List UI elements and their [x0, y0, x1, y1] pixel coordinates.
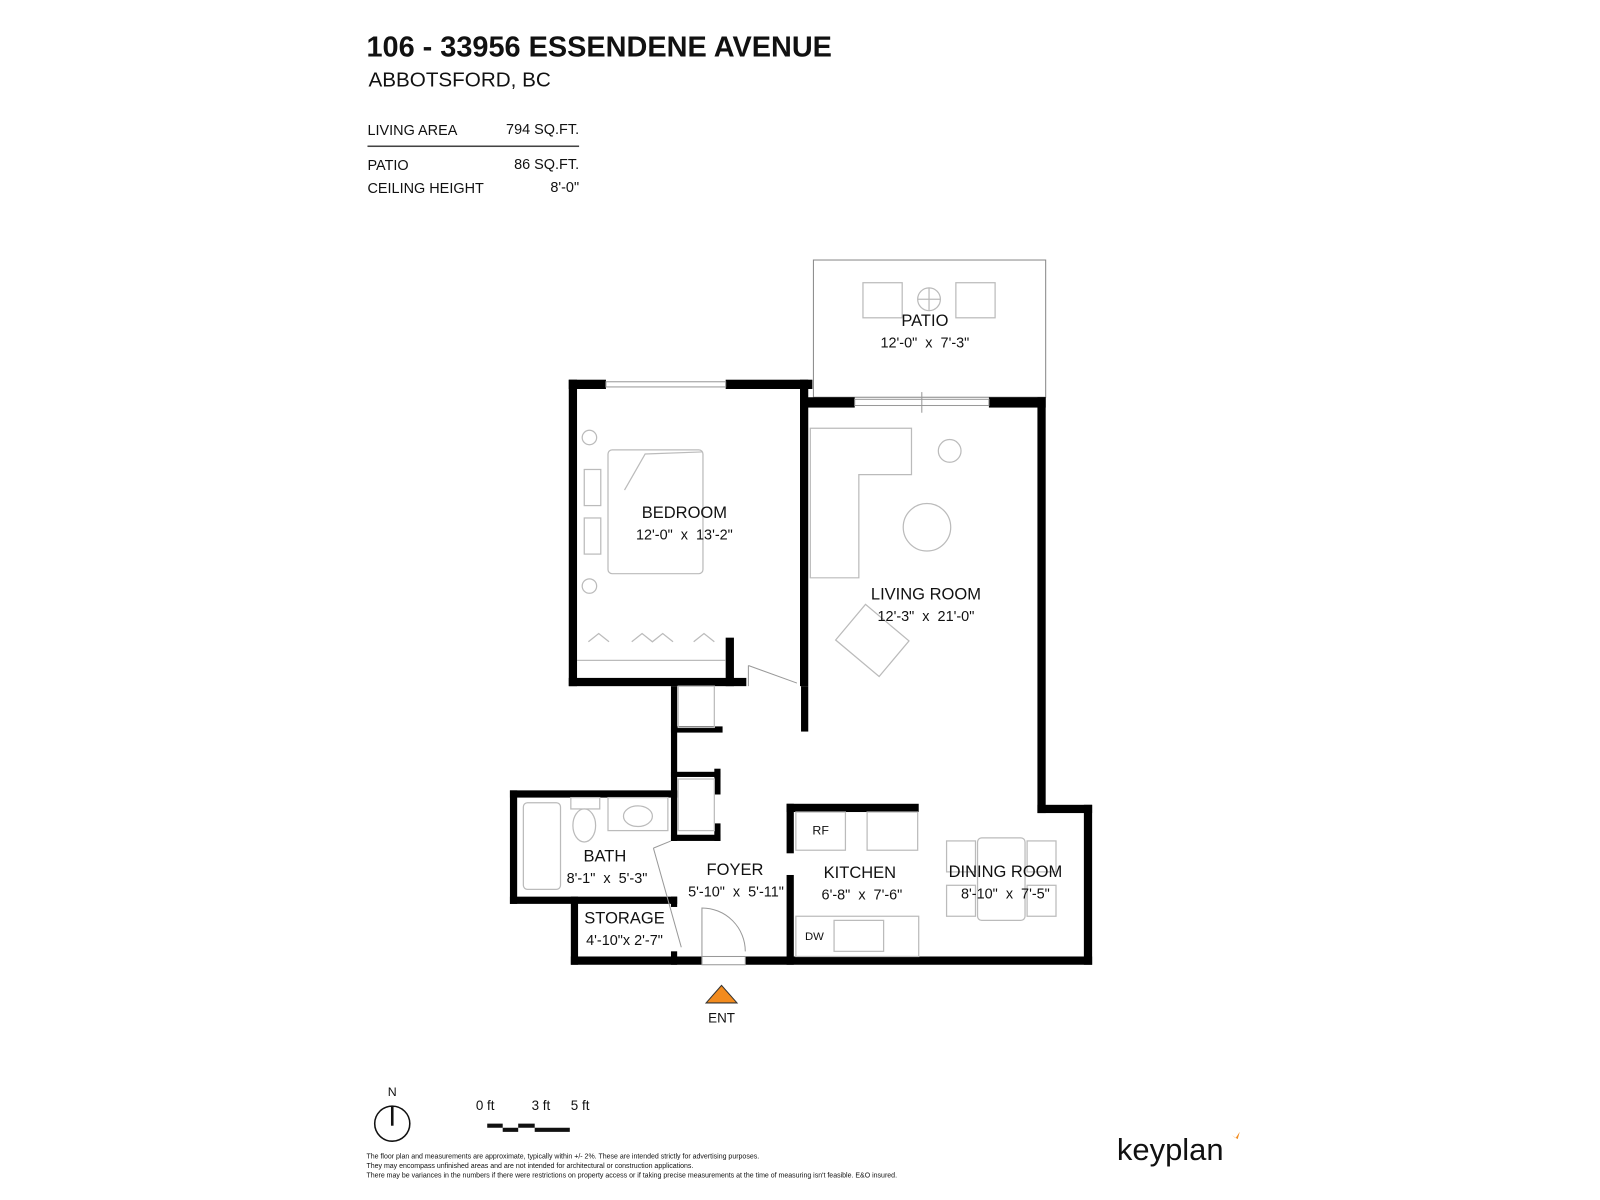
furniture: [522, 427, 1057, 958]
scale-tick-0: 0 ft: [476, 1098, 495, 1113]
room-dining: DINING ROOM 8'-10" x 7'-5": [949, 863, 1063, 903]
patio-outline: [812, 259, 1047, 398]
stat-label-patio: PATIO: [367, 158, 408, 174]
logo-accent-icon: [1231, 1131, 1240, 1140]
walls: [509, 379, 1093, 965]
room-dims: 5'-10" x 5'-11": [688, 885, 784, 901]
room-name: BATH: [584, 848, 627, 866]
room-bedroom: BEDROOM 12'-0" x 13'-2": [636, 504, 733, 544]
room-dims: 8'-1" x 5'-3": [567, 871, 648, 887]
disclaimer-line-2: They may encompass unfinished areas and …: [366, 1163, 693, 1170]
compass-label: N: [388, 1085, 397, 1099]
stat-label-ceiling: CEILING HEIGHT: [367, 181, 484, 197]
room-living: LIVING ROOM 12'-3" x 21'-0": [871, 585, 981, 625]
room-name: FOYER: [707, 861, 764, 879]
room-patio: PATIO 12'-0" x 7'-3": [880, 312, 969, 352]
room-name: STORAGE: [584, 909, 664, 927]
disclaimer-line-3: There may be variances in the numbers if…: [366, 1172, 897, 1179]
stat-label-living-area: LIVING AREA: [367, 123, 457, 139]
keyplan-logo: keyplan: [1117, 1132, 1240, 1167]
stat-value-ceiling: 8'-0": [550, 180, 579, 196]
room-foyer: FOYER 5'-10" x 5'-11": [688, 861, 784, 901]
stat-value-patio: 86 SQ.FT.: [514, 157, 579, 173]
room-kitchen: KITCHEN 6'-8" x 7'-6": [822, 864, 903, 904]
room-dims: 12'-0" x 13'-2": [636, 528, 733, 544]
room-name: KITCHEN: [824, 864, 896, 882]
room-dims: 12'-0" x 7'-3": [880, 336, 969, 352]
room-bath: BATH 8'-1" x 5'-3": [567, 848, 648, 888]
room-dims: 8'-10" x 7'-5": [961, 887, 1050, 903]
dishwasher-label: DW: [805, 931, 824, 943]
stat-value-living-area: 794 SQ.FT.: [506, 122, 579, 138]
compass-icon: [373, 1105, 411, 1142]
scale-tick-3: 3 ft: [532, 1098, 551, 1113]
patio-furniture: [862, 282, 996, 319]
room-dims: 6'-8" x 7'-6": [822, 888, 903, 904]
stats-table: LIVING AREA 794 SQ.FT. PATIO 86 SQ.FT. C…: [367, 122, 580, 197]
entrance-arrow-icon: [704, 984, 739, 1004]
city-subtitle: ABBOTSFORD, BC: [369, 69, 551, 92]
disclaimer-line-1: The floor plan and measurements are appr…: [366, 1154, 759, 1161]
room-name: PATIO: [901, 312, 948, 330]
room-dims: 4'-10"x 2'-7": [586, 933, 663, 949]
windows-doors: [605, 381, 990, 966]
svg-text:keyplan: keyplan: [1117, 1132, 1224, 1167]
scale-bar: [487, 1123, 570, 1132]
entrance-label: ENT: [708, 1011, 735, 1026]
room-name: DINING ROOM: [949, 863, 1063, 881]
room-name: BEDROOM: [642, 504, 727, 522]
scale-tick-5: 5 ft: [571, 1098, 590, 1113]
room-dims: 12'-3" x 21'-0": [878, 609, 975, 625]
fridge-label: RF: [812, 824, 829, 838]
stats-divider: [367, 145, 580, 148]
room-storage: STORAGE 4'-10"x 2'-7": [584, 909, 664, 949]
room-name: LIVING ROOM: [871, 585, 981, 603]
address-title: 106 - 33956 ESSENDENE AVENUE: [366, 32, 832, 64]
